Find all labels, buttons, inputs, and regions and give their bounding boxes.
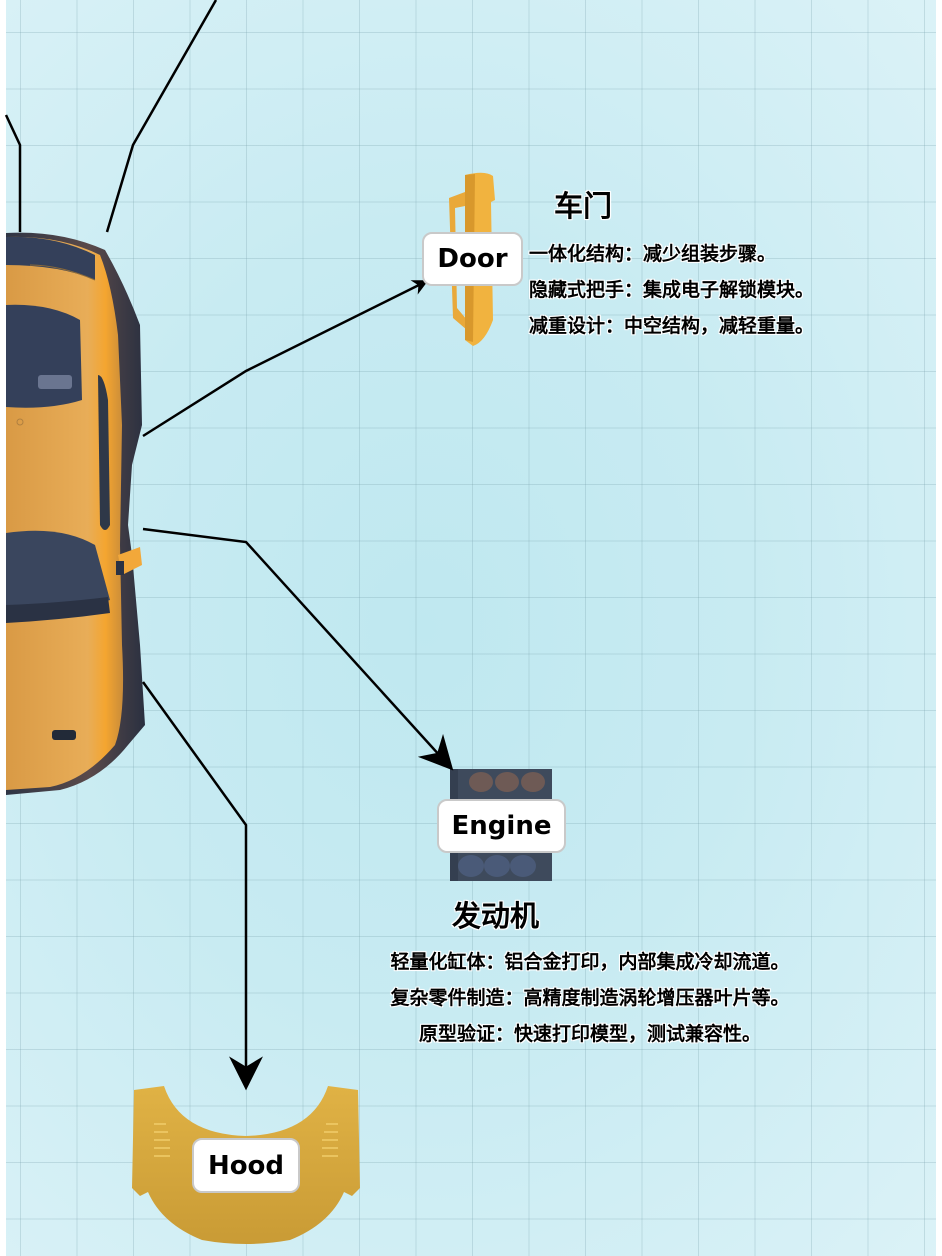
hood-label[interactable]: Hood	[192, 1138, 300, 1193]
car-top-view	[6, 232, 145, 795]
door-feature-item: 隐藏式把手：集成电子解锁模块。	[529, 279, 815, 301]
engine-feature-item: 原型验证：快速打印模型，测试兼容性。	[418, 1023, 761, 1045]
engine-label-text: Engine	[451, 811, 552, 841]
engine-features: 轻量化缸体：铝合金打印，内部集成冷却流道。 复杂零件制造：高精度制造涡轮增压器叶…	[340, 944, 840, 1052]
door-feature-item: 减重设计：中空结构，减轻重量。	[529, 315, 815, 337]
hood-label-text: Hood	[207, 1150, 285, 1181]
door-label-text: Door	[437, 244, 508, 274]
door-title: 车门	[554, 189, 613, 223]
engine-feature-item: 复杂零件制造：高精度制造涡轮增压器叶片等。	[390, 987, 790, 1009]
engine-label[interactable]: Engine	[437, 799, 566, 853]
door-feature-item: 一体化结构：减少组装步骤。	[529, 243, 777, 265]
door-features: 一体化结构：减少组装步骤。 隐藏式把手：集成电子解锁模块。 减重设计：中空结构，…	[529, 236, 814, 344]
door-label[interactable]: Door	[422, 232, 523, 286]
engine-title: 发动机	[452, 899, 540, 933]
engine-feature-item: 轻量化缸体：铝合金打印，内部集成冷却流道。	[390, 951, 790, 973]
